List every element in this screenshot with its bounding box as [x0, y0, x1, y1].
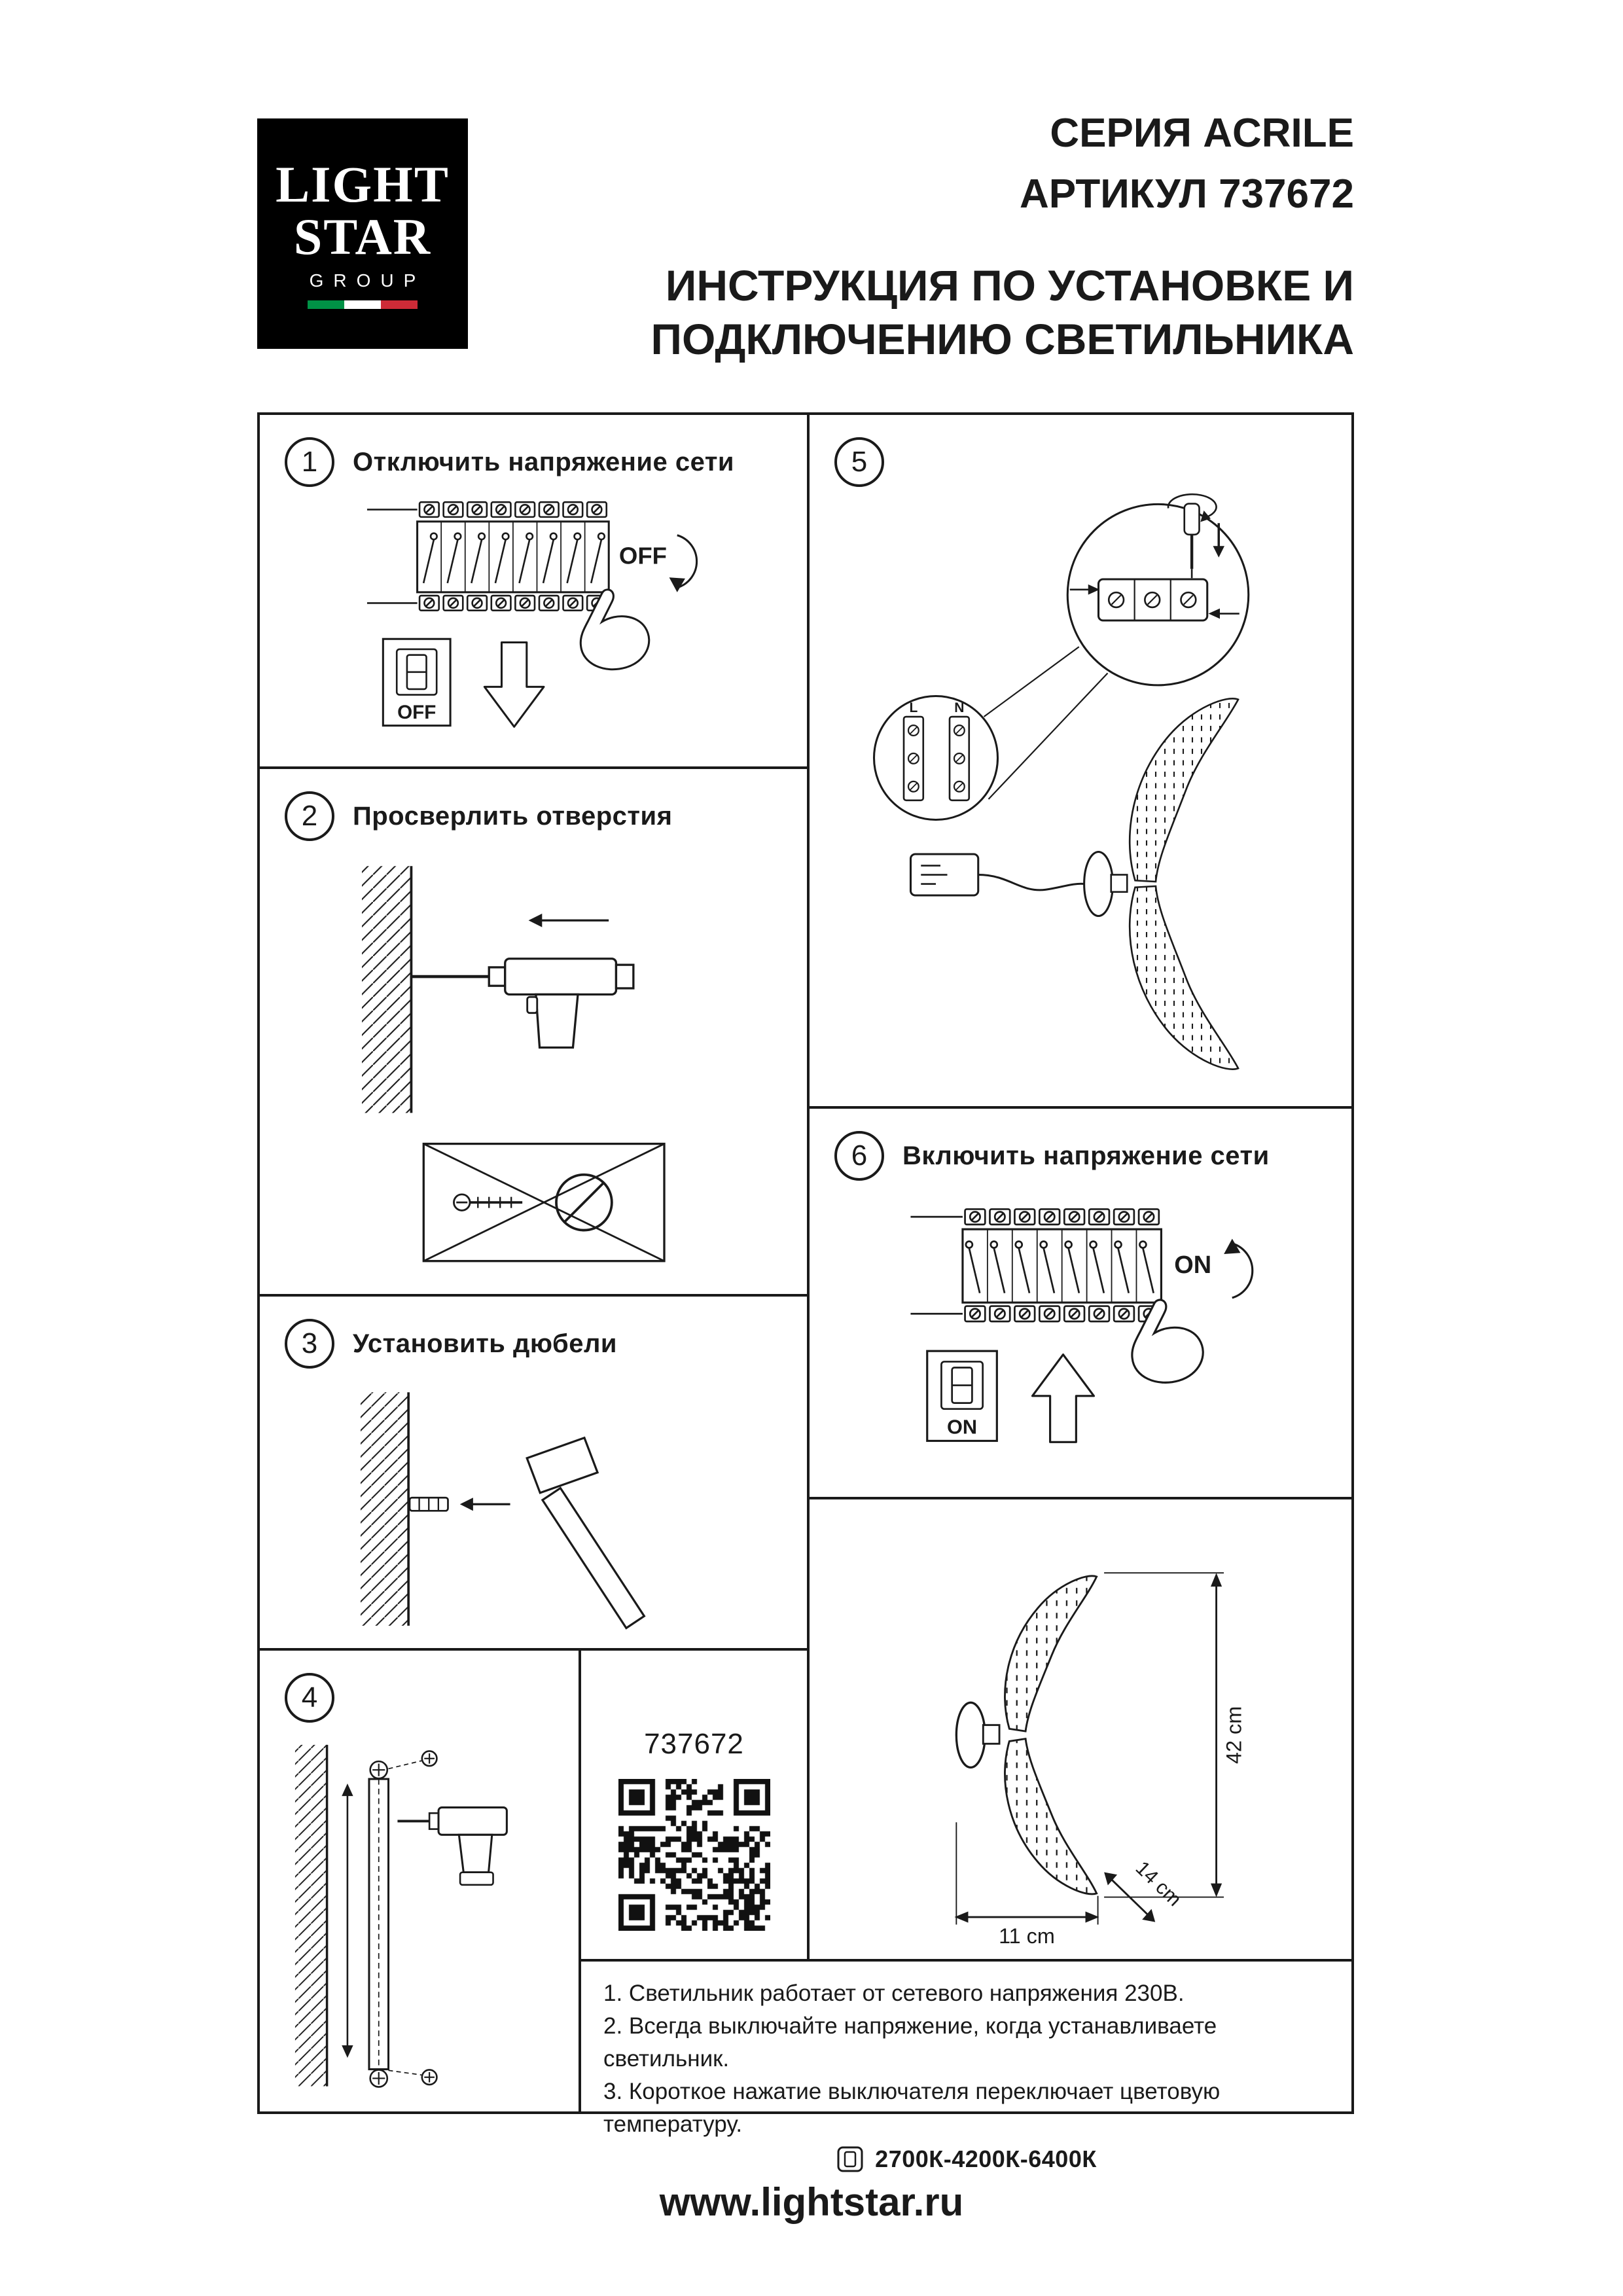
dimensions-illustration: 42 cm 11 cm 14 cm: [954, 1572, 1246, 1947]
step-3-number: 3: [285, 1319, 334, 1369]
series-title: СЕРИЯ ACRILE: [1050, 111, 1354, 156]
step-4-header: 4: [285, 1673, 334, 1723]
dimensions-panel: 42 cm 11 cm 14 cm: [807, 1497, 1354, 1962]
hammer-icon: [526, 1436, 646, 1630]
switch-off-label: OFF: [397, 702, 436, 723]
step-3-label: Установить дюбели: [353, 1329, 617, 1358]
step-3-header: 3 Установить дюбели: [285, 1319, 617, 1369]
breaker-off-label: OFF: [619, 542, 667, 569]
hand-icon: [1131, 1299, 1204, 1384]
qr-panel: 737672: [579, 1648, 810, 1962]
hand-icon: [579, 588, 651, 671]
step-2-label: Просверлить отверстия: [353, 801, 673, 831]
step-4-number: 4: [285, 1673, 334, 1723]
step-2-number: 2: [285, 791, 334, 841]
terminal-block: [1069, 578, 1240, 622]
screw-icon-bottom: [388, 2069, 438, 2086]
up-arrow: [1031, 1354, 1096, 1443]
logo-word-star: STAR: [293, 207, 432, 265]
switch-icon: [837, 2146, 863, 2172]
note-line-1: 1. Светильник работает от сетевого напря…: [603, 1981, 1185, 2006]
breaker-on-label: ON: [1174, 1251, 1211, 1279]
breaker-off-illustration: OFF OFF: [366, 501, 698, 728]
zoom-circle-small: [872, 694, 999, 821]
left-arrow: [528, 913, 543, 927]
step-6-header: 6 Включить напряжение сети: [834, 1131, 1270, 1181]
drill-icon: [411, 958, 635, 1049]
lightstar-logo: LIGHT STAR GROUP: [257, 118, 468, 349]
step-5-header: 5: [834, 437, 884, 487]
switch-on-label: ON: [947, 1416, 977, 1439]
step-1-label: Отключить напряжение сети: [353, 447, 735, 476]
wall-lamp: [955, 1575, 1098, 1895]
step-1-header: 1 Отключить напряжение сети: [285, 437, 734, 487]
step-1-panel: 1 Отключить напряжение сети OFF: [257, 412, 810, 769]
width-dimension: 11 cm: [954, 1822, 1099, 1947]
title-line-1: ИНСТРУКЦИЯ ПО УСТАНОВКЕ И: [665, 261, 1354, 310]
italian-flag: [308, 300, 418, 310]
prohibition-circle: [555, 1173, 613, 1232]
bracket-mounting-illustration: [294, 1744, 508, 2088]
note-line-2: 2. Всегда выключайте напряжение, когда у…: [603, 2013, 1217, 2072]
step-3-panel: 3 Установить дюбели: [257, 1294, 810, 1651]
power-wire: [978, 873, 1085, 891]
step-5-panel: 5: [807, 412, 1354, 1109]
step-5-number: 5: [834, 437, 884, 487]
no-direct-screw-icon: [422, 1142, 666, 1263]
mounting-plate: [368, 1760, 390, 2088]
rotate-arrow: [677, 534, 698, 589]
article-number: АРТИКУЛ 737672: [1020, 171, 1354, 217]
page-title: ИНСТРУКЦИЯ ПО УСТАНОВКЕ И ПОДКЛЮЧЕНИЮ СВ…: [651, 259, 1355, 367]
breaker-on-illustration: ON ON: [910, 1208, 1254, 1443]
step-6-panel: 6 Включить напряжение сети ON: [807, 1106, 1354, 1499]
step-4-panel: 4: [257, 1648, 581, 2114]
qr-code: [618, 1779, 770, 1931]
dowel-icon: [408, 1496, 449, 1512]
wall-lamp: [1083, 698, 1240, 1070]
height-dimension: 42 cm: [1104, 1572, 1246, 1898]
notes-panel: 1. Светильник работает от сетевого напря…: [579, 1959, 1354, 2172]
color-temp-row: 2700К-4200К-6400К: [581, 2145, 1351, 2174]
document-header: СЕРИЯ ACRILE АРТИКУЛ 737672 ИНСТРУКЦИЯ П…: [651, 110, 1355, 367]
step-2-header: 2 Просверлить отверстия: [285, 791, 672, 841]
wall-hatch: [362, 866, 412, 1113]
down-arrow: [483, 641, 545, 728]
color-temp-label: 2700К-4200К-6400К: [875, 2145, 1097, 2172]
depth-label: 14 cm: [1132, 1857, 1186, 1910]
step-2-panel: 2 Просверлить отверстия: [257, 766, 810, 1297]
wall-switch-off-icon: OFF: [382, 637, 452, 727]
logo-word-light: LIGHT: [276, 155, 450, 213]
live-label: L: [909, 700, 918, 715]
qr-article-label: 737672: [644, 1728, 744, 1760]
screwdriver-drill-icon: [397, 1806, 508, 1886]
rotate-arrow: [1232, 1242, 1254, 1299]
depth-dimension: 14 cm: [1104, 1857, 1186, 1922]
step-6-number: 6: [834, 1131, 884, 1181]
screw-icon-top: [388, 1750, 438, 1770]
terminal-strips: L N: [902, 700, 971, 802]
wall-switch-on-icon: ON: [926, 1350, 998, 1443]
neutral-label: N: [954, 700, 964, 715]
dowel-hammer-illustration: [361, 1392, 646, 1630]
logo-word-group: GROUP: [309, 270, 426, 291]
left-arrow: [459, 1498, 473, 1511]
wall-hatch: [294, 1744, 327, 2087]
width-label: 11 cm: [999, 1924, 1055, 1947]
note-line-3: 3. Короткое нажатие выключателя переключ…: [603, 2079, 1221, 2137]
wall-hatch: [361, 1392, 409, 1626]
drilling-illustration: [362, 866, 666, 1263]
website-url: www.lightstar.ru: [659, 2180, 964, 2224]
step-1-number: 1: [285, 437, 334, 487]
step-6-label: Включить напряжение сети: [902, 1141, 1270, 1170]
title-line-2: ПОДКЛЮЧЕНИЮ СВЕТИЛЬНИКА: [651, 314, 1355, 363]
screwdriver-icon: [1167, 493, 1224, 579]
led-driver: [909, 853, 980, 897]
wiring-and-lamp-illustration: L N: [872, 493, 1250, 1070]
height-label: 42 cm: [1222, 1706, 1246, 1764]
